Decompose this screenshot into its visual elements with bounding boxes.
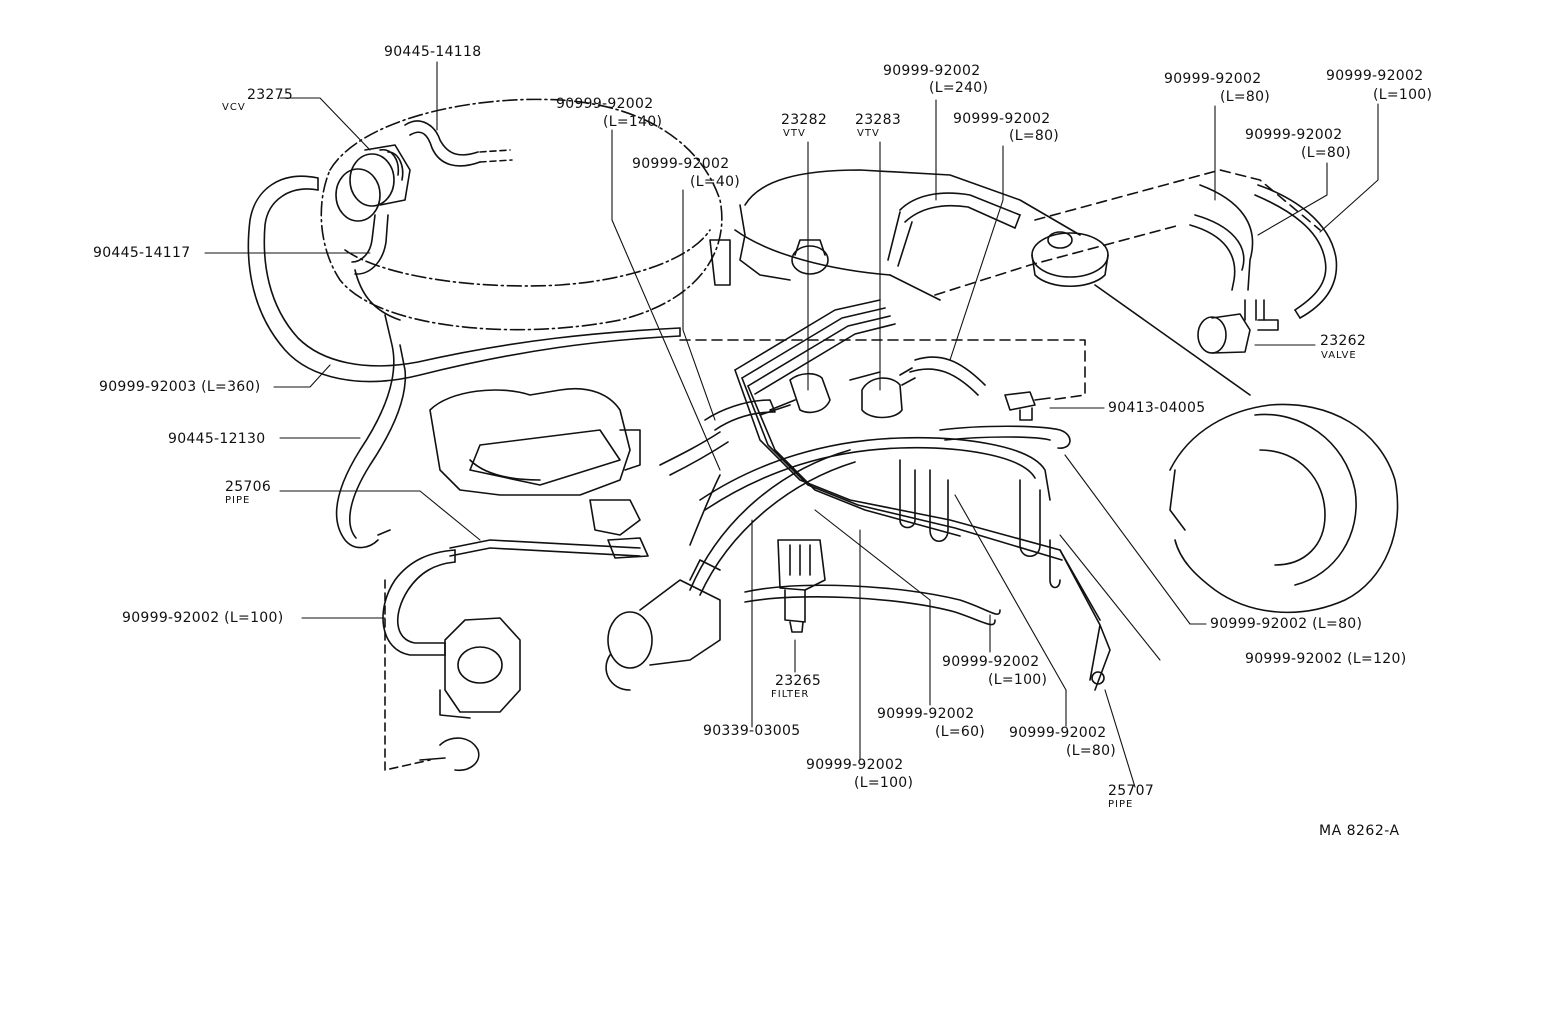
pipe-25706 [449, 537, 649, 559]
air-cleaner-outline [320, 98, 723, 331]
part-23283: 23283 [855, 112, 902, 128]
part-90999-l120: 90999-92002 (L=120) [1245, 651, 1407, 667]
hose-90999-92002-left-loop [382, 549, 456, 656]
part-25707: 25707 [1108, 783, 1155, 799]
intake-dashed-outline [679, 169, 1321, 401]
part-90999-l100b: 90999-92002 (L=100) [122, 610, 284, 626]
part-90999-l40: 90999-92002 [632, 156, 730, 172]
leader-lines [204, 61, 1379, 788]
part-90999-l80b-length: (L=80) [1220, 89, 1271, 105]
part-90445-14118: 90445-14118 [384, 44, 482, 60]
distributor-advance [605, 559, 721, 691]
figure-code: MA 8262-A [1319, 823, 1400, 839]
part-90413-04005: 90413-04005 [1108, 400, 1206, 416]
u-hoses-cluster [899, 459, 1061, 589]
part-90999-l60-length: (L=60) [935, 724, 986, 740]
middle-sweep-hoses [659, 431, 1051, 626]
part-90999-l240-length: (L=240) [929, 80, 989, 96]
hose-clamps [317, 177, 1301, 656]
valve-23262 [1197, 299, 1279, 354]
part-90999-l100d: 90999-92002 [806, 757, 904, 773]
vacuum-canister [1031, 231, 1109, 288]
hose-90445-14118 [404, 120, 513, 167]
part-90999-l80c-length: (L=80) [1301, 145, 1352, 161]
part-90445-14117: 90445-14117 [93, 245, 191, 261]
part-90999-l100c: 90999-92002 [942, 654, 1040, 670]
vacuum-tube-bundle [734, 299, 1111, 691]
part-25706: 25706 [225, 479, 272, 495]
part-90999-l100d-length: (L=100) [854, 775, 914, 791]
hose-90445-14117 [351, 214, 389, 275]
part-23275-desc: VCV [222, 102, 246, 113]
tee-90413-04005 [1004, 391, 1051, 421]
part-90999-l100a-length: (L=100) [1373, 87, 1433, 103]
part-90999-92003: 90999-92003 (L=360) [99, 379, 261, 395]
vtv-23282 [704, 372, 831, 431]
part-23265: 23265 [775, 673, 822, 689]
transmission-housing [1094, 284, 1399, 614]
part-25706-desc: PIPE [225, 495, 251, 506]
part-90999-l80b: 90999-92002 [1164, 71, 1262, 87]
vtv-23283 [849, 367, 916, 419]
part-90999-l80e-length: (L=80) [1066, 743, 1117, 759]
part-23265-desc: FILTER [771, 689, 810, 700]
hose-tee-loop [939, 425, 1071, 449]
part-90999-l80a: 90999-92002 [953, 111, 1051, 127]
part-90999-l100c-length: (L=100) [988, 672, 1048, 688]
part-23262-desc: VALVE [1321, 350, 1357, 361]
part-90999-l240: 90999-92002 [883, 63, 981, 79]
part-90999-l140-length: (L=140) [603, 114, 663, 130]
part-90999-l80e: 90999-92002 [1009, 725, 1107, 741]
hoses-top-right [1189, 184, 1338, 319]
part-90999-l80d: 90999-92002 (L=80) [1210, 616, 1363, 632]
part-90999-l140: 90999-92002 [556, 96, 654, 112]
part-90999-l100a: 90999-92002 [1326, 68, 1424, 84]
part-90999-l60: 90999-92002 [877, 706, 975, 722]
part-23282-desc: VTV [783, 128, 806, 139]
carburetor [429, 387, 641, 536]
part-23262: 23262 [1320, 333, 1367, 349]
egr-modulator [384, 579, 521, 772]
valve-cover [709, 169, 1081, 301]
part-23282: 23282 [781, 112, 828, 128]
part-25707-desc: PIPE [1108, 799, 1134, 810]
part-90445-12130: 90445-12130 [168, 431, 266, 447]
part-23283-desc: VTV [857, 128, 880, 139]
part-23275: 23275 [247, 87, 294, 103]
vcv-valve-23275 [335, 144, 411, 222]
part-90999-l80c: 90999-92002 [1245, 127, 1343, 143]
part-90999-l40-length: (L=40) [690, 174, 741, 190]
hose-90999-92003 [247, 175, 681, 383]
part-90999-l80a-length: (L=80) [1009, 128, 1060, 144]
part-90339-03005: 90339-03005 [703, 723, 801, 739]
hose-90445-12130 [335, 314, 407, 549]
upper-vtv-hoses [887, 192, 1021, 396]
